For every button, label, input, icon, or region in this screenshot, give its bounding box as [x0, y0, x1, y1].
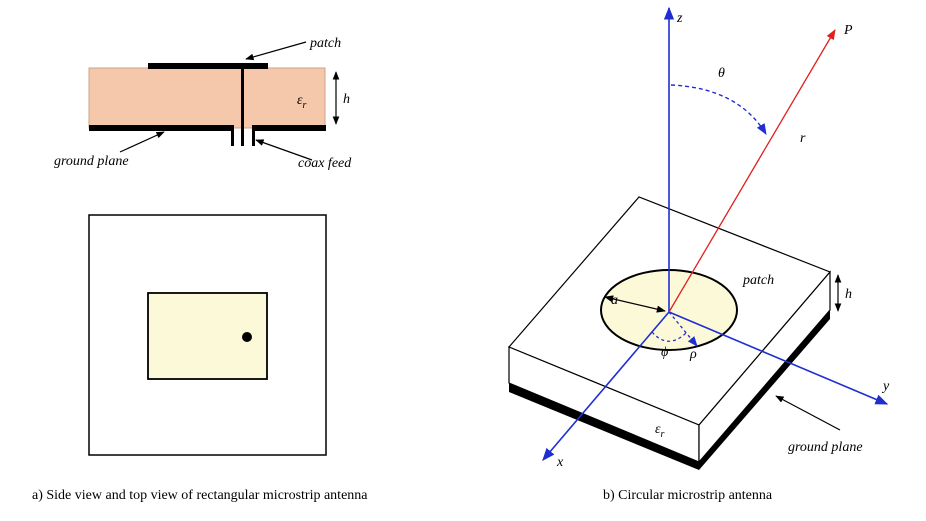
r-vector-label: r⃗	[800, 131, 816, 146]
side-view: patch εr h ground plane coax feed	[54, 36, 352, 171]
feed-pin	[241, 66, 244, 146]
x-axis-label: x	[556, 455, 564, 470]
ground-plane-edge-front	[509, 383, 699, 470]
ground-plane-label: ground plane	[54, 154, 129, 169]
height-label-b: h	[845, 287, 852, 302]
epsilon-label: εr	[297, 93, 307, 111]
epsilon-subscript-b: r	[661, 429, 665, 440]
rho-label: ρ	[689, 347, 697, 362]
coax-feed-leader-arrow	[255, 139, 313, 161]
ground-plane-right	[254, 125, 326, 131]
coax-outer-left	[231, 125, 234, 146]
ground-plane-left	[89, 125, 232, 131]
ground-plane-leader-arrow-b	[775, 395, 841, 431]
radius-label: a	[611, 293, 618, 308]
ground-plane-label-b: ground plane	[788, 440, 863, 455]
top-view	[88, 214, 327, 456]
substrate-side	[88, 67, 326, 129]
point-p-label: P	[843, 23, 853, 38]
x-axis	[542, 311, 670, 461]
epsilon-subscript: r	[303, 100, 307, 111]
coax-feed-label: coax feed	[298, 156, 352, 171]
caption-b: b) Circular microstrip antenna	[603, 488, 773, 503]
epsilon-label-b: εr	[655, 422, 665, 440]
theta-label: θ	[718, 66, 725, 81]
circular-antenna: z x y P θ r⃗ patch a h ϕ ρ εr ground pla…	[507, 6, 890, 470]
epsilon-symbol: ε	[297, 93, 303, 108]
height-label: h	[343, 92, 350, 107]
y-axis	[668, 311, 889, 405]
ground-plane-edge-right	[699, 310, 830, 470]
y-axis-label: y	[881, 379, 890, 394]
epsilon-symbol-b: ε	[655, 422, 661, 437]
theta-arc	[670, 84, 767, 135]
patch-label: patch	[309, 36, 341, 51]
r-vector	[668, 29, 836, 313]
r-vector-symbol: r	[800, 131, 816, 146]
phi-arc	[651, 331, 687, 342]
ground-plane-leader-arrow	[119, 131, 165, 153]
slab-right	[698, 270, 831, 464]
radius-arrow	[604, 295, 666, 313]
phi-label: ϕ	[661, 345, 668, 360]
rho-vector	[668, 311, 698, 347]
patch-leader-arrow	[245, 41, 307, 61]
patch-side	[148, 63, 268, 69]
patch-label-b: patch	[742, 273, 774, 288]
coax-outer-right	[252, 125, 255, 146]
caption-a: a) Side view and top view of rectangular…	[32, 488, 368, 503]
feed-point-dot	[242, 332, 252, 342]
z-axis-label: z	[676, 11, 683, 26]
